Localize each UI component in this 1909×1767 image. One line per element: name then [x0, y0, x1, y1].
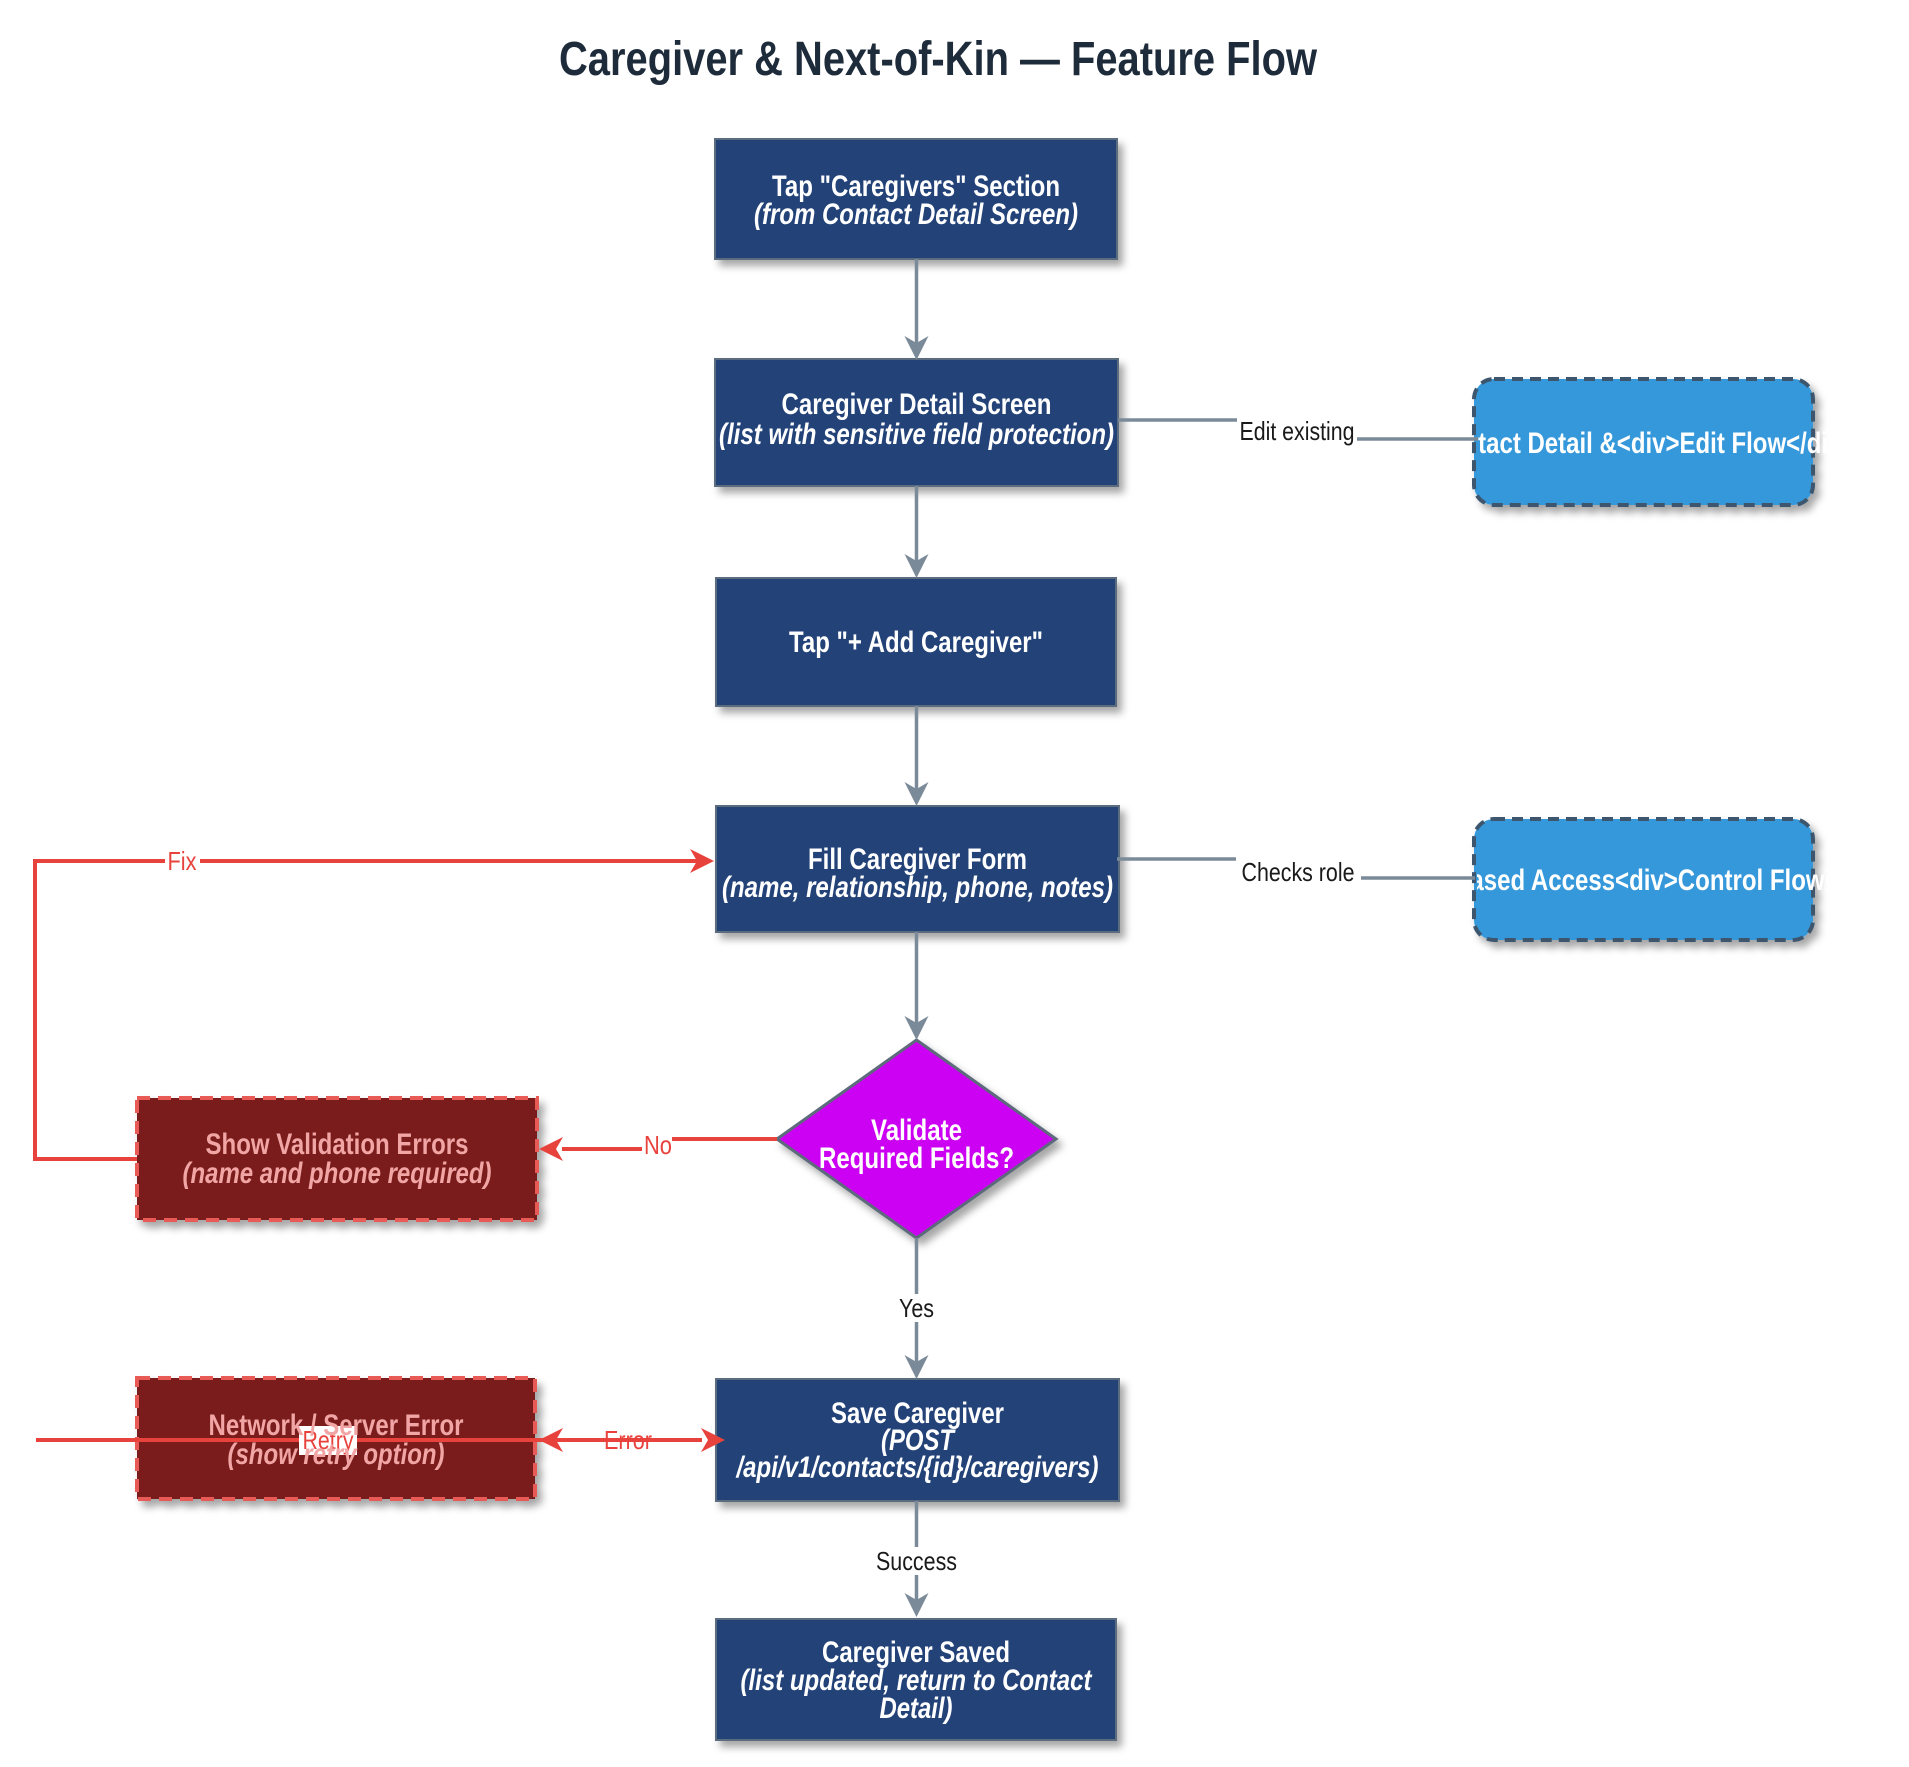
svg-text:Retry: Retry: [303, 1425, 354, 1455]
svg-text:Edit existing: Edit existing: [1240, 416, 1355, 446]
svg-text:(show retry option): (show retry option): [228, 1438, 445, 1471]
svg-text:(list updated, return to Conta: (list updated, return to Contact: [741, 1664, 1094, 1697]
svg-text:Fix: Fix: [168, 846, 197, 876]
svg-text:(name, relationship, phone, no: (name, relationship, phone, notes): [722, 871, 1113, 904]
svg-text:Yes: Yes: [899, 1293, 934, 1323]
svg-text:Caregiver Detail Screen: Caregiver Detail Screen: [782, 388, 1052, 421]
svg-text:Validate: Validate: [871, 1114, 962, 1147]
svg-text:Required Fields?: Required Fields?: [819, 1142, 1014, 1175]
svg-text:Role-Based Access<div>Control: Role-Based Access<div>Control Flow</div>: [1393, 864, 1894, 897]
svg-text:Tap "+ Add Caregiver": Tap "+ Add Caregiver": [789, 626, 1043, 659]
svg-text:Save Caregiver: Save Caregiver: [831, 1397, 1004, 1430]
svg-text:Success: Success: [876, 1546, 957, 1576]
svg-text:Caregiver Saved: Caregiver Saved: [822, 1636, 1010, 1669]
svg-text:(from Contact Detail Screen): (from Contact Detail Screen): [754, 198, 1078, 231]
svg-text:Checks role: Checks role: [1242, 857, 1355, 887]
svg-text:/api/v1/contacts/{id}/caregive: /api/v1/contacts/{id}/caregivers): [735, 1451, 1099, 1484]
svg-text:Error: Error: [604, 1425, 652, 1455]
svg-text:(POST: (POST: [881, 1424, 956, 1457]
svg-text:No: No: [644, 1130, 672, 1160]
svg-text:Network / Server Error: Network / Server Error: [209, 1409, 464, 1442]
svg-text:Fill Caregiver Form: Fill Caregiver Form: [808, 843, 1027, 876]
svg-text:Detail): Detail): [880, 1692, 953, 1725]
svg-text:Caregiver & Next-of-Kin — Feat: Caregiver & Next-of-Kin — Feature Flow: [559, 33, 1318, 86]
svg-text:Contact Detail &<div>Edit Flow: Contact Detail &<div>Edit Flow</div>: [1432, 427, 1856, 460]
svg-text:(name and phone required): (name and phone required): [183, 1157, 492, 1190]
svg-text:(list with sensitive field pro: (list with sensitive field protection): [719, 418, 1114, 451]
svg-text:Tap "Caregivers" Section: Tap "Caregivers" Section: [772, 170, 1060, 203]
svg-text:Show Validation Errors: Show Validation Errors: [206, 1128, 469, 1161]
